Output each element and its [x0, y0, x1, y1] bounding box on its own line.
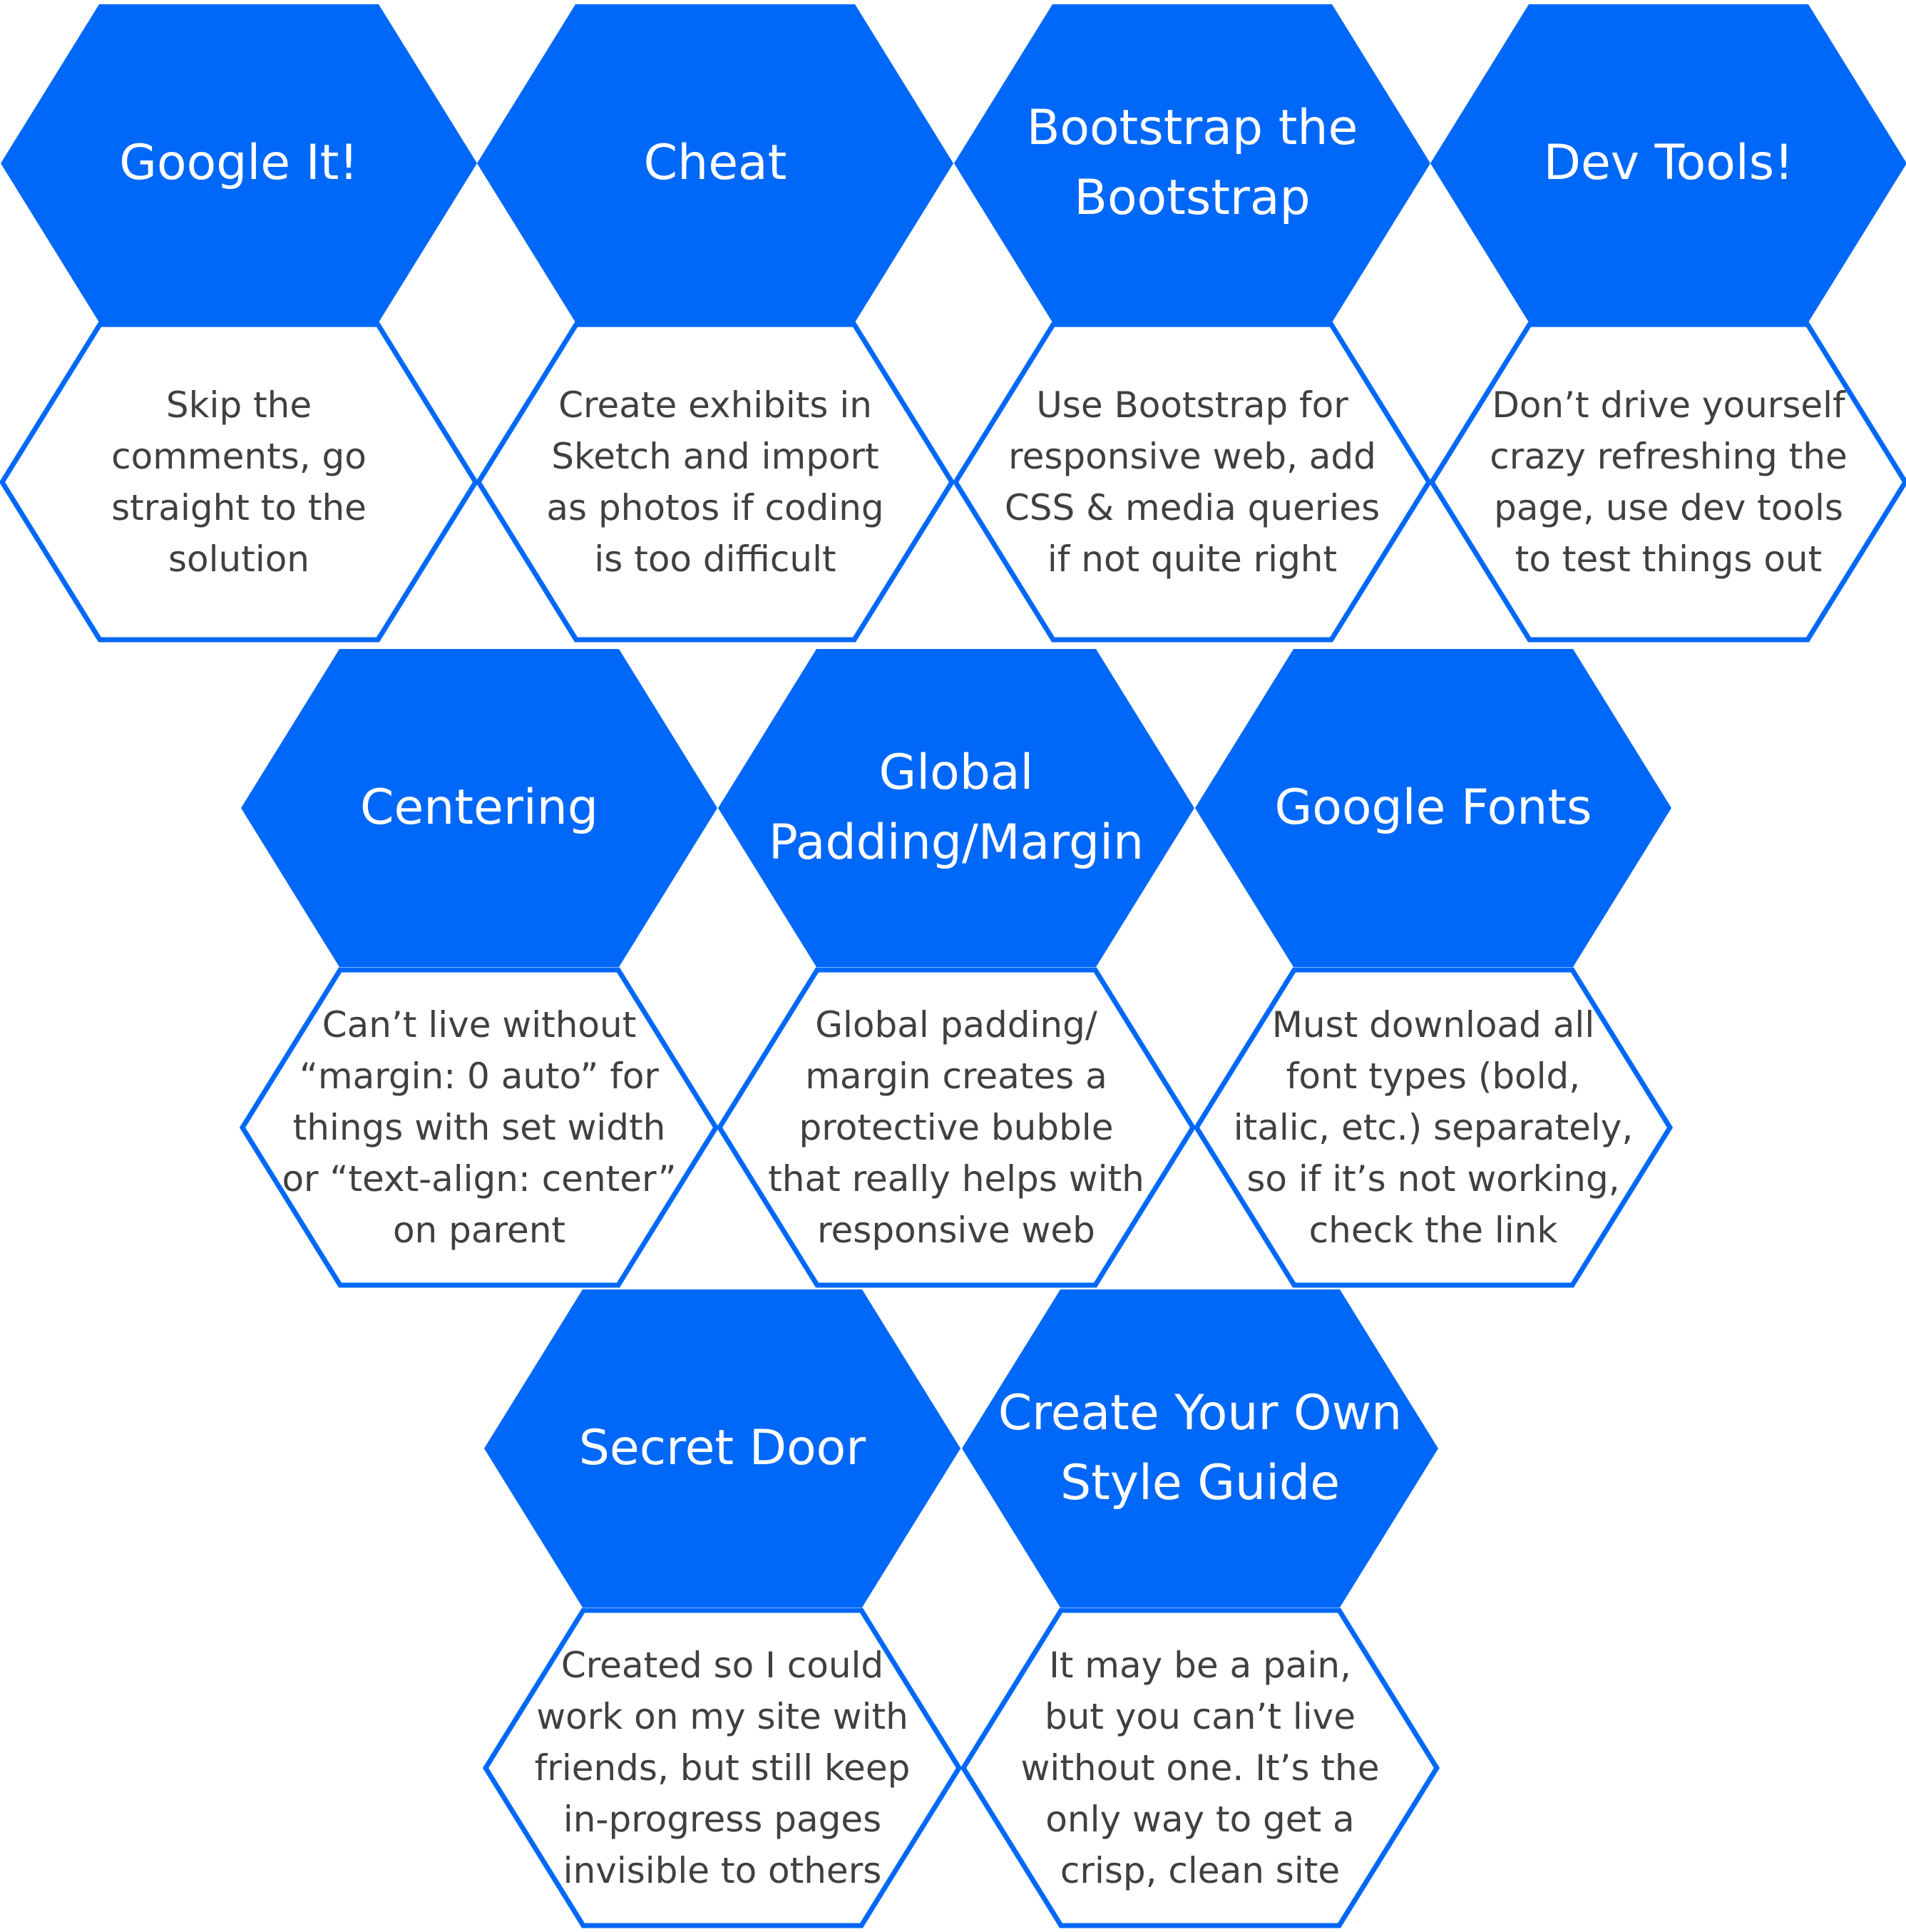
- tip-7-description: Must download all font types (bold, ital…: [1233, 1004, 1634, 1251]
- tip-5-title: Centering: [359, 780, 599, 836]
- tip-2-body-hexagon: [475, 322, 955, 643]
- tip-3-body-hexagon: [952, 322, 1433, 643]
- tip-6-body-hexagon: [716, 967, 1197, 1288]
- tip-1-description: Skip the comments, go straight to the so…: [111, 384, 367, 580]
- tip-8-description: Created so I could work on my site with …: [534, 1645, 911, 1891]
- tip-3-description: Use Bootstrap for responsive web, add CS…: [1004, 384, 1380, 580]
- tip-7-title: Google Fonts: [1274, 780, 1592, 836]
- tip-4-body-hexagon: [1428, 322, 1906, 643]
- tip-1-body-hexagon: [0, 322, 479, 643]
- tip-2-description: Create exhibits in Sketch and import as …: [546, 384, 884, 580]
- tip-4-title: Dev Tools!: [1543, 135, 1794, 191]
- tip-8-body-hexagon: [482, 1608, 963, 1928]
- tip-8-title-hexagon: [484, 1289, 960, 1608]
- tip-4-description: Don’t drive yourself crazy refreshing th…: [1490, 384, 1848, 580]
- tip-9-title: Create Your Own Style Guide: [998, 1385, 1403, 1511]
- tip-5-description: Can’t live without “margin: 0 auto” for …: [282, 1004, 677, 1251]
- tip-5-title-hexagon: [241, 649, 717, 967]
- tip-2-title-hexagon: [477, 4, 953, 322]
- tip-5-body-hexagon: [239, 967, 719, 1288]
- tip-6-description: Global padding/ margin creates a protect…: [768, 1004, 1144, 1251]
- tip-9-body-hexagon: [960, 1608, 1440, 1928]
- tip-3-title: Bootstrap the Bootstrap: [1026, 100, 1358, 226]
- tip-4-title-hexagon: [1430, 4, 1906, 322]
- tip-3-title-hexagon: [954, 4, 1430, 322]
- tip-8-title: Secret Door: [578, 1420, 866, 1476]
- tip-1-title: Google It!: [119, 135, 359, 191]
- tip-9-description: It may be a pain, but you can’t live wit…: [1020, 1645, 1380, 1891]
- tip-2-title: Cheat: [643, 135, 787, 191]
- tip-6-title: Global Padding/Margin: [768, 745, 1144, 871]
- tip-7-body-hexagon: [1193, 967, 1674, 1288]
- tip-7-title-hexagon: [1195, 649, 1671, 967]
- tip-9-title-hexagon: [962, 1289, 1438, 1608]
- tip-1-title-hexagon: [1, 4, 477, 322]
- tip-6-title-hexagon: [718, 649, 1194, 967]
